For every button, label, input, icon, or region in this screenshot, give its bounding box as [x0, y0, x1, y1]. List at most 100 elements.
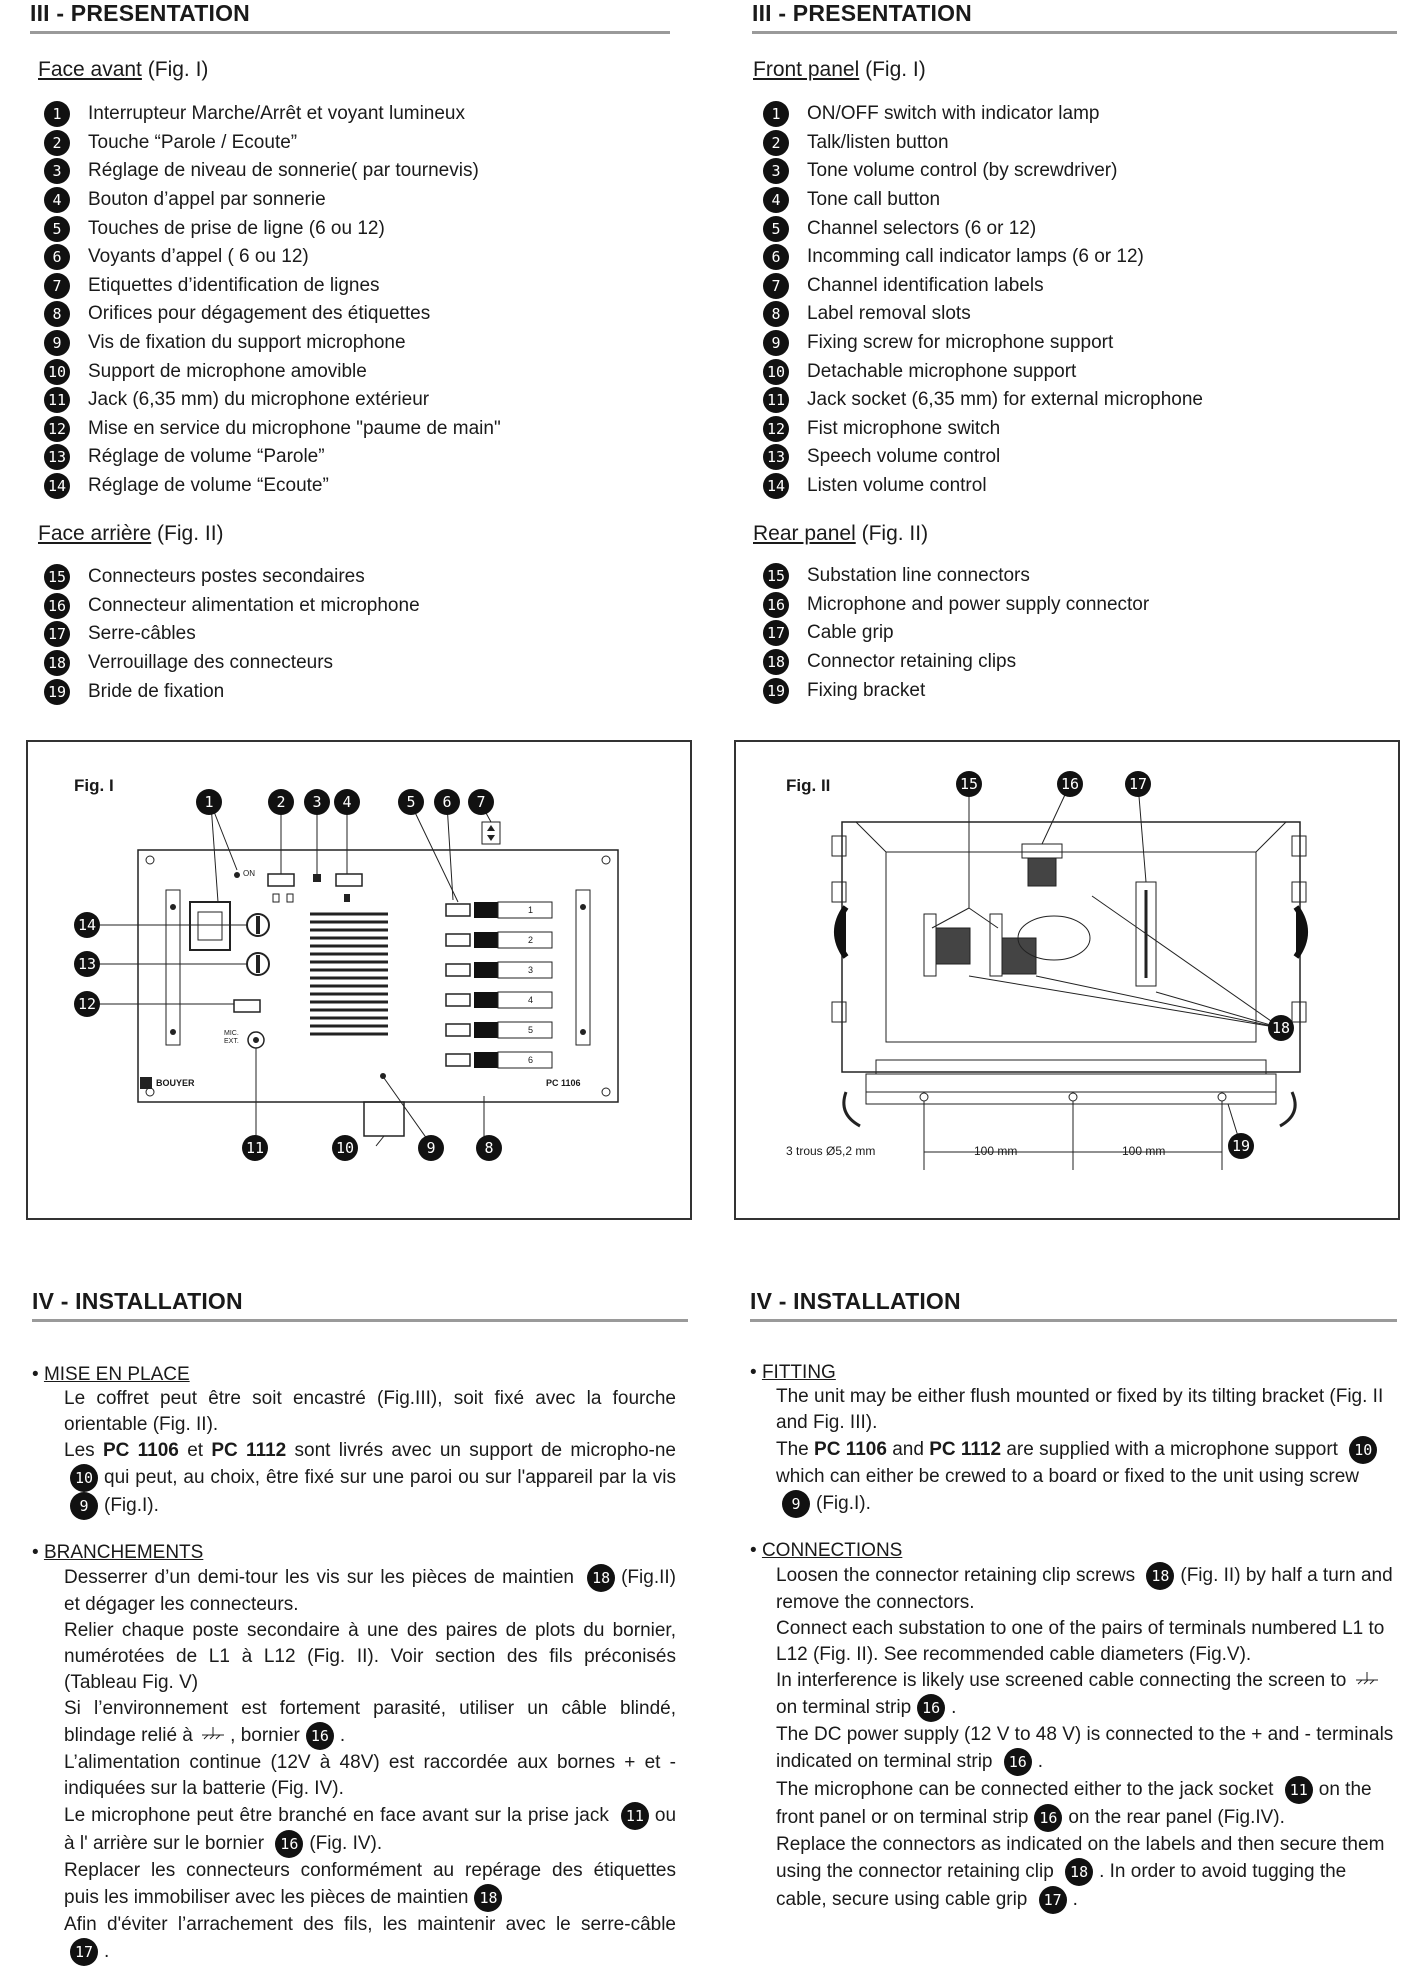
- ref-number: 17: [70, 1938, 98, 1966]
- ref-number: 10: [70, 1464, 98, 1492]
- installation-fr-body: • MISE EN PLACE Le coffret peut être soi…: [32, 1364, 676, 1966]
- section-rule: [752, 31, 1397, 34]
- paragraph: Si l’environnement est fortement parasit…: [64, 1696, 676, 1750]
- item-number-badge: 13: [763, 444, 789, 471]
- ref-number: 9: [782, 1490, 810, 1518]
- item-label: Serre-câbles: [88, 623, 196, 645]
- item-number-badge: 17: [44, 621, 70, 648]
- rear-panel-list-fr: 15 Connecteurs postes secondaires 16 Connec…: [44, 563, 644, 706]
- ref-number: 16: [275, 1830, 304, 1858]
- item-label: Tone call button: [807, 189, 941, 211]
- front-panel-heading-en: Front panel (Fig. I): [753, 58, 926, 81]
- item-number-badge: 12: [44, 415, 70, 442]
- item-label: Touche “Parole / Ecoute”: [88, 131, 298, 153]
- front-panel-heading-fr: Face avant (Fig. I): [38, 58, 209, 81]
- callout-8: 8: [476, 1135, 520, 1161]
- item-label: Vis de fixation du support microphone: [88, 332, 406, 354]
- ref-number: 16: [1003, 1748, 1032, 1776]
- callout-6: 6: [434, 789, 478, 815]
- item-label: Touches de prise de ligne (6 ou 12): [88, 217, 385, 239]
- presentation-en-column: III - PRESENTATION: [752, 0, 1397, 34]
- installation-en-column: IV - INSTALLATION: [750, 1288, 1397, 1322]
- item-label: Cable grip: [807, 622, 894, 644]
- item-label: Mise en service du microphone "paume de …: [88, 417, 501, 439]
- front-panel-en-block: Front panel (Fig. I): [753, 58, 1393, 82]
- list-item: 15 Connecteurs postes secondaires: [44, 563, 644, 592]
- item-number-badge: 16: [44, 592, 70, 619]
- item-number-badge: 7: [44, 272, 70, 299]
- paragraph: The unit may be either flush mounted or …: [776, 1386, 1384, 1433]
- connections-text: Loosen the connector retaining clip scre…: [776, 1562, 1396, 1914]
- mise-en-place-heading: • MISE EN PLACE: [32, 1364, 190, 1385]
- presentation-fr-column: III - PRESENTATION: [30, 0, 670, 34]
- figure-1-label: Fig. I: [74, 776, 114, 795]
- line-number: 3: [528, 965, 534, 975]
- paragraph: Replacer les connecteurs conformément au…: [64, 1858, 676, 1912]
- item-number-badge: 8: [763, 301, 789, 328]
- list-item: 17 Serre-câbles: [44, 620, 644, 649]
- item-number-badge: 18: [44, 650, 70, 677]
- item-number-badge: 2: [44, 129, 70, 156]
- item-label: Connecteur alimentation et microphone: [88, 594, 420, 616]
- rear-panel-fr-block: Face arrière (Fig. II): [38, 522, 678, 546]
- item-number-badge: 12: [763, 415, 789, 442]
- callout-4: 4: [334, 789, 378, 815]
- item-number-badge: 1: [44, 101, 70, 128]
- list-item: 19 Fixing bracket: [763, 676, 1363, 705]
- item-number-badge: 19: [763, 677, 789, 704]
- callout-9: 9: [418, 1135, 462, 1161]
- figure-1-drawing: [96, 803, 619, 1147]
- item-number-badge: 17: [763, 620, 789, 647]
- item-number-badge: 1: [763, 101, 789, 128]
- ref-number: 9: [70, 1492, 98, 1520]
- item-label: Fixing bracket: [807, 679, 926, 701]
- item-label: Connecteurs postes secondaires: [88, 566, 365, 588]
- callout-16: 16: [1057, 771, 1101, 797]
- installation-fr-column: IV - INSTALLATION: [32, 1288, 688, 1322]
- item-number-badge: 6: [763, 244, 789, 271]
- callout-19: 19: [1228, 1133, 1272, 1159]
- callout-10: 10: [332, 1135, 376, 1161]
- item-number-badge: 11: [44, 387, 70, 414]
- ref-number: 18: [474, 1884, 503, 1912]
- item-label: Connector retaining clips: [807, 651, 1017, 673]
- item-number-badge: 15: [763, 563, 789, 590]
- item-label: Bride de fixation: [88, 680, 225, 702]
- list-item: 6 Voyants d’appel ( 6 ou 12): [44, 243, 644, 272]
- item-label: Listen volume control: [807, 475, 987, 497]
- item-label: Channel selectors (6 or 12): [807, 217, 1037, 239]
- installation-title-fr: IV - INSTALLATION: [32, 1288, 243, 1314]
- callout-2: 2: [268, 789, 312, 815]
- presentation-title-en: III - PRESENTATION: [752, 0, 972, 26]
- installation-title-en: IV - INSTALLATION: [750, 1288, 961, 1314]
- item-number-badge: 8: [44, 301, 70, 328]
- item-number-badge: 6: [44, 244, 70, 271]
- item-label: Voyants d’appel ( 6 ou 12): [88, 246, 309, 268]
- mise-en-place-text: Le coffret peut être soit encastré (Fig.…: [64, 1386, 676, 1520]
- list-item: 12 Mise en service du microphone "paume d…: [44, 415, 644, 444]
- item-number-badge: 3: [44, 158, 70, 185]
- paragraph: The PC 1106 and PC 1112 are supplied wit…: [776, 1436, 1396, 1518]
- paragraph: Desserrer d’un demi-tour les vis sur les…: [64, 1564, 676, 1618]
- figure-2-label: Fig. II: [786, 776, 831, 795]
- item-number-badge: 15: [44, 564, 70, 591]
- list-item: 17 Cable grip: [763, 619, 1363, 648]
- item-label: Réglage de volume “Ecoute”: [88, 475, 329, 497]
- callout-15: 15: [956, 771, 1000, 797]
- section-rule: [32, 1319, 688, 1322]
- item-label: Verrouillage des connecteurs: [88, 652, 334, 674]
